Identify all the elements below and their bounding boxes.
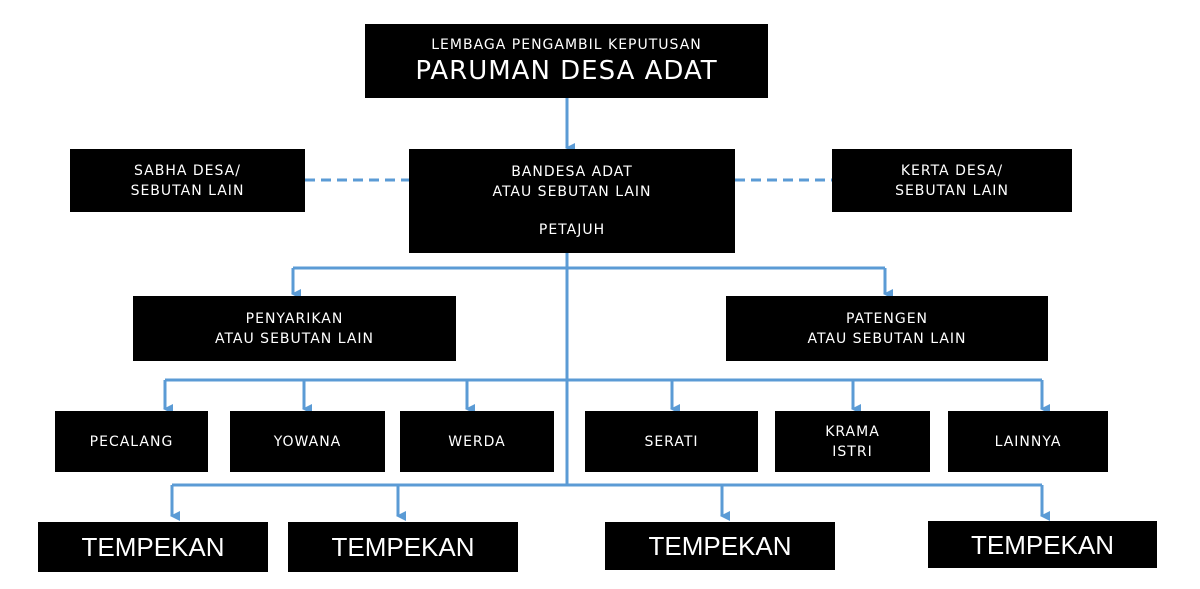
patengen-line2: ATAU SEBUTAN LAIN <box>807 330 967 347</box>
krama-label: KRAMA <box>825 423 880 440</box>
top-title: PARUMAN DESA ADAT <box>415 56 718 86</box>
sabha-desa-line1: SABHA DESA/ <box>134 162 241 179</box>
tempekan-box-1: TEMPEKAN <box>38 522 268 572</box>
top-subtitle: LEMBAGA PENGAMBIL KEPUTUSAN <box>431 37 702 53</box>
serati-label: SERATI <box>644 433 699 450</box>
serati-box: SERATI <box>585 411 758 472</box>
yowana-label: YOWANA <box>273 433 342 450</box>
yowana-box: YOWANA <box>230 411 385 472</box>
tempekan-box-3: TEMPEKAN <box>605 522 835 570</box>
pecalang-label: PECALANG <box>89 433 174 450</box>
patengen-box: PATENGEN ATAU SEBUTAN LAIN <box>726 296 1048 361</box>
tempekan-box-4: TEMPEKAN <box>928 521 1157 568</box>
tempekan-label: TEMPEKAN <box>970 529 1115 560</box>
istri-label: ISTRI <box>832 443 873 460</box>
paruman-desa-adat-box: LEMBAGA PENGAMBIL KEPUTUSAN PARUMAN DESA… <box>365 24 768 98</box>
tempekan-box-2: TEMPEKAN <box>288 522 518 572</box>
kerta-desa-box: KERTA DESA/ SEBUTAN LAIN <box>832 149 1072 212</box>
petajuh-label: PETAJUH <box>538 222 606 238</box>
patengen-line1: PATENGEN <box>845 310 929 327</box>
sabha-desa-box: SABHA DESA/ SEBUTAN LAIN <box>70 149 305 212</box>
lainnya-label: LAINNYA <box>994 433 1062 450</box>
sabha-desa-line2: SEBUTAN LAIN <box>130 182 245 199</box>
bandesa-line1: BANDESA ADAT <box>511 164 633 180</box>
pecalang-box: PECALANG <box>55 411 208 472</box>
krama-istri-box: KRAMA ISTRI <box>775 411 930 472</box>
werda-label: WERDA <box>448 433 506 450</box>
penyarikan-box: PENYARIKAN ATAU SEBUTAN LAIN <box>133 296 456 361</box>
lainnya-box: LAINNYA <box>948 411 1108 472</box>
kerta-desa-line1: KERTA DESA/ <box>900 162 1004 179</box>
penyarikan-line1: PENYARIKAN <box>245 310 344 327</box>
kerta-desa-line2: SEBUTAN LAIN <box>895 182 1009 199</box>
tempekan-label: TEMPEKAN <box>331 532 475 562</box>
bandesa-line2: ATAU SEBUTAN LAIN <box>492 184 652 200</box>
werda-box: WERDA <box>400 411 554 472</box>
tempekan-label: TEMPEKAN <box>81 532 225 562</box>
bandesa-adat-box: BANDESA ADAT ATAU SEBUTAN LAIN PETAJUH <box>409 149 735 253</box>
penyarikan-line2: ATAU SEBUTAN LAIN <box>214 330 375 347</box>
tempekan-label: TEMPEKAN <box>648 531 792 561</box>
